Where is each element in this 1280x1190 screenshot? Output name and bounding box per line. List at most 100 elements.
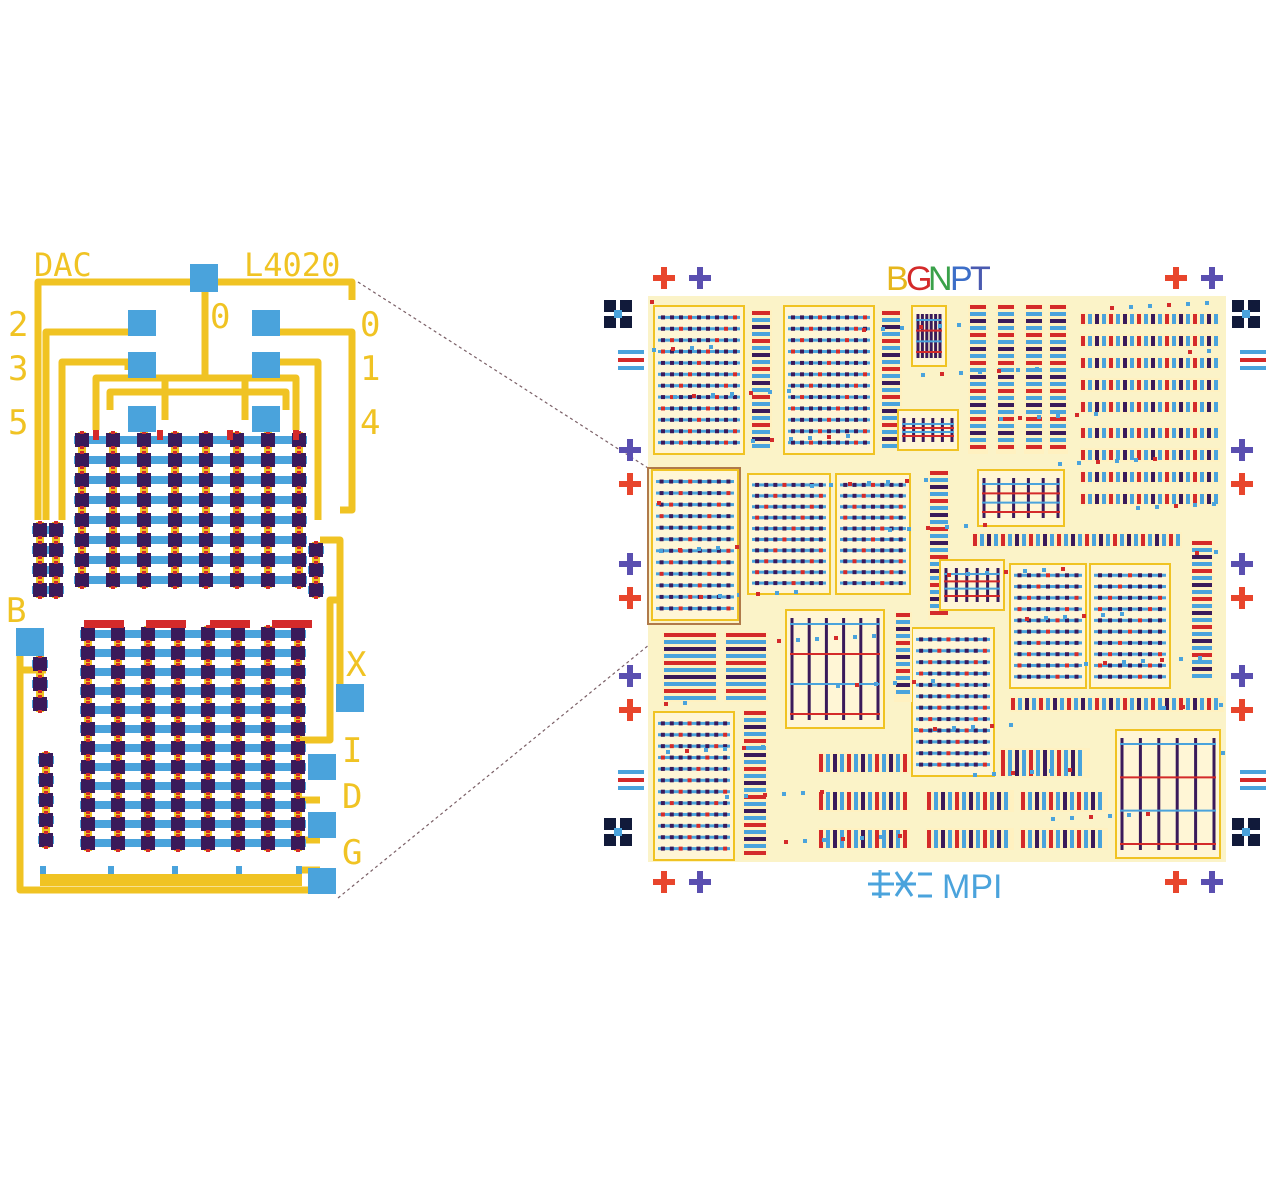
chip-block-dac-5-dot bbox=[861, 559, 866, 564]
upper-cell-poly bbox=[111, 586, 115, 589]
chip-strip-h-mid-seg bbox=[1022, 534, 1026, 546]
chip-contact-dot bbox=[1174, 504, 1178, 508]
chip-block-dac-4-band bbox=[752, 483, 826, 487]
chip-block-dac-7-dot bbox=[1138, 652, 1142, 657]
lower-cell-gate bbox=[141, 836, 155, 850]
chip-strip-h3-seg bbox=[1214, 380, 1218, 390]
chip-strip-h3-bg bbox=[1080, 378, 1220, 392]
lower-cell-poly bbox=[86, 701, 90, 704]
chip-block-dac-2-dot bbox=[809, 383, 813, 388]
chip-block-dac-3-dot bbox=[659, 491, 664, 496]
chip-strip-h-mid bbox=[972, 532, 1182, 548]
upper-cell-poly bbox=[297, 526, 301, 529]
chip-block-dac-2-dot bbox=[791, 406, 795, 411]
chip-strip-bot-d-seg bbox=[1064, 750, 1068, 776]
chip-block-dac-4-dot bbox=[800, 493, 805, 498]
chip-block-dac-6-dot bbox=[1017, 652, 1022, 657]
chip-block-dac-5-dot bbox=[898, 526, 903, 531]
lower-cell-gate bbox=[261, 798, 275, 812]
chip-strip-left-mid-seg bbox=[664, 640, 716, 644]
chip-strip-h5-seg bbox=[1214, 428, 1218, 438]
chip-block-dac-5-dot bbox=[898, 548, 903, 553]
chip-contact-dot bbox=[1063, 615, 1067, 619]
lower-cell-poly bbox=[236, 849, 240, 852]
chip-strip-v3-seg bbox=[930, 541, 948, 545]
upper-cell-poly bbox=[111, 506, 115, 509]
upper-cell-gate bbox=[199, 553, 213, 567]
chip-block-dac-1-dot bbox=[697, 406, 701, 411]
chip-block-dac-9-dot bbox=[705, 835, 710, 840]
chip-strip-h8-seg bbox=[1081, 494, 1085, 504]
lower-cell-poly bbox=[146, 758, 150, 761]
upper-cell-rail bbox=[171, 432, 179, 588]
chip-block-dac-3-dot bbox=[678, 491, 683, 496]
chip-strip-v8-seg bbox=[1192, 618, 1212, 622]
chip-block-dac-9-dot bbox=[678, 732, 683, 737]
chip-block-dac-7-dot bbox=[1138, 640, 1142, 645]
chip-block-dac-6-dot bbox=[1055, 663, 1060, 668]
side-cell-poly bbox=[38, 576, 42, 579]
chip-block-dac-9-dot bbox=[660, 846, 665, 851]
chip-contact-dot bbox=[983, 523, 987, 527]
chip-block-dac-8-dot bbox=[982, 648, 987, 653]
chip-block-dac-3-dot bbox=[659, 606, 664, 611]
upper-cell-gate bbox=[106, 553, 120, 567]
chip-block-dac-4-band bbox=[752, 548, 826, 552]
chip-strip-bot-a1-seg bbox=[847, 792, 851, 810]
chip-block-dac-2-dot bbox=[836, 440, 840, 445]
chip-contact-dot bbox=[1089, 815, 1093, 819]
chip-contact-dot bbox=[971, 725, 975, 729]
chip-block-dac-8-dot bbox=[937, 637, 942, 642]
chip-block-dac-4-dot bbox=[782, 537, 787, 542]
chip-strip-v9 bbox=[742, 710, 768, 860]
upper-cell-gate bbox=[168, 553, 182, 567]
side-cell-right-gate bbox=[309, 543, 323, 557]
upper-cell-gate bbox=[199, 493, 213, 507]
chip-block-dac-2-dot bbox=[800, 417, 804, 422]
chip-block-dac-2-dot bbox=[845, 383, 849, 388]
chip-block-dac-7-dot bbox=[1138, 595, 1142, 600]
chip-block-dac-5-dot bbox=[898, 504, 903, 509]
chip-strip-h1-seg bbox=[1151, 336, 1155, 346]
chip-block-dac-3-dot bbox=[678, 560, 683, 565]
chip-block-dac-8-dot bbox=[946, 648, 951, 653]
chip-contact-dot bbox=[1103, 661, 1107, 665]
detail-title-left: DAC bbox=[34, 246, 92, 284]
chip-block-dac-9 bbox=[653, 711, 735, 861]
chip-block-dac-9-dot bbox=[723, 778, 728, 783]
chip-block-dac-5-dot bbox=[889, 493, 894, 498]
square-mark-tr-bl bbox=[1232, 316, 1244, 328]
chip-block-dac-9-dot bbox=[660, 789, 665, 794]
chip-strip-v3-seg bbox=[930, 485, 948, 489]
chip-strip-v9-seg bbox=[744, 844, 766, 848]
upper-cell-poly bbox=[266, 571, 270, 574]
chip-strip-v5-seg bbox=[998, 361, 1014, 365]
chip-strip-h4-seg bbox=[1172, 402, 1176, 412]
chip-block-dac-3-dot bbox=[726, 514, 731, 519]
chip-contact-dot bbox=[1094, 412, 1098, 416]
chip-block-dac-4-dot bbox=[782, 548, 787, 553]
chip-block-dac-1-dot bbox=[679, 315, 683, 320]
upper-cell-poly bbox=[235, 491, 239, 494]
chip-strip-h4-seg bbox=[1081, 402, 1085, 412]
corner-test-structure bbox=[1240, 786, 1266, 790]
chip-strip-left-mid2-seg bbox=[726, 675, 766, 679]
chip-block-dac-6-dot bbox=[1036, 573, 1041, 578]
chip-strip-bot-b1-seg bbox=[990, 830, 994, 848]
chip-block-dac-3-dot bbox=[669, 525, 674, 530]
chip-contact-dot bbox=[723, 747, 727, 751]
chip-strip-h6-seg bbox=[1158, 450, 1162, 460]
chip-strip-bot-a2-seg bbox=[903, 830, 907, 848]
chip-block-dac-3-dot bbox=[707, 502, 712, 507]
chip-strip-bot-d-seg bbox=[1036, 750, 1040, 776]
lower-cell-poly bbox=[236, 720, 240, 723]
chip-strip-v7-seg bbox=[1050, 305, 1066, 309]
chip-strip-h-mid-seg bbox=[1078, 534, 1082, 546]
chip-block-dac-4-dot bbox=[800, 504, 805, 509]
chip-strip-v8-seg bbox=[1192, 541, 1212, 545]
chip-block-dac-6-dot bbox=[1036, 640, 1041, 645]
side-cell-band bbox=[32, 546, 64, 554]
chip-block-dac-9-dot bbox=[696, 846, 701, 851]
upper-cell-poly bbox=[204, 486, 208, 489]
chip-block-dac-5-dot bbox=[861, 581, 866, 586]
